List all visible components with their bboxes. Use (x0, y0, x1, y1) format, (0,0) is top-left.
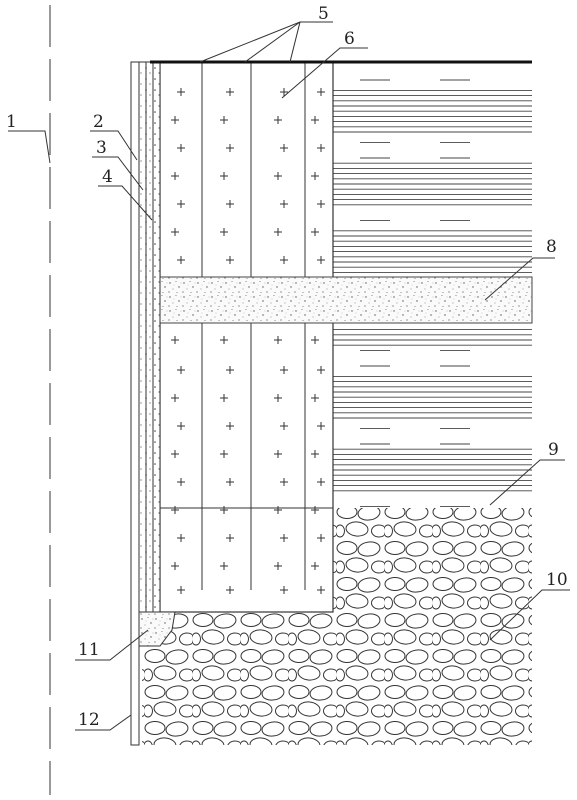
cross-mark (317, 256, 325, 264)
cross-mark (177, 422, 185, 430)
cross-mark (226, 256, 234, 264)
cross-mark (220, 116, 228, 124)
cross-mark (220, 506, 228, 514)
cross-mark (226, 144, 234, 152)
label-4: 4 (102, 167, 113, 187)
cross-mark (317, 200, 325, 208)
cross-mark (317, 144, 325, 152)
cross-mark (311, 172, 319, 180)
cross-mark (177, 200, 185, 208)
cross-mark (226, 478, 234, 486)
cross-mark (220, 562, 228, 570)
cross-mark (226, 366, 234, 374)
cross-mark (220, 394, 228, 402)
cross-mark (280, 534, 288, 542)
label-3: 3 (96, 138, 107, 158)
label-8: 8 (546, 237, 557, 257)
label-2: 2 (93, 112, 104, 132)
cross-mark (171, 450, 179, 458)
cross-mark (274, 506, 282, 514)
reinforced-fill (159, 61, 334, 613)
cross-mark (171, 336, 179, 344)
cross-mark (317, 422, 325, 430)
cross-mark (280, 586, 288, 594)
label-1: 1 (6, 112, 17, 132)
cross-mark (280, 200, 288, 208)
cross-mark (177, 256, 185, 264)
cross-mark (274, 394, 282, 402)
cross-mark (280, 422, 288, 430)
cross-mark (311, 336, 319, 344)
label-6: 6 (344, 29, 355, 49)
wall-inner-layer (152, 61, 161, 613)
cross-mark (177, 366, 185, 374)
cross-mark (311, 394, 319, 402)
cross-marks (171, 88, 325, 594)
reinforcement-layers (160, 62, 333, 590)
cross-mark (226, 534, 234, 542)
gravel-layer (142, 508, 532, 745)
sand-layer (159, 276, 533, 324)
label-11: 11 (78, 640, 100, 660)
cross-mark (280, 256, 288, 264)
cross-mark (226, 88, 234, 96)
cross-mark (311, 228, 319, 236)
cross-mark (177, 534, 185, 542)
cross-mark (280, 478, 288, 486)
label-9: 9 (548, 440, 559, 460)
strata-lines (333, 79, 532, 507)
cross-mark (226, 200, 234, 208)
cross-mark (177, 88, 185, 96)
cross-mark (177, 478, 185, 486)
cross-mark (311, 506, 319, 514)
cross-mark (220, 336, 228, 344)
cross-mark (311, 450, 319, 458)
cross-mark (171, 562, 179, 570)
label-5: 5 (318, 4, 329, 24)
cross-mark (311, 562, 319, 570)
cross-mark (280, 366, 288, 374)
cross-mark (220, 450, 228, 458)
cross-mark (171, 228, 179, 236)
cross-mark (274, 450, 282, 458)
cross-mark (274, 336, 282, 344)
label-12: 12 (78, 710, 100, 730)
label-10: 10 (546, 570, 568, 590)
cross-mark (317, 88, 325, 96)
cross-mark (177, 144, 185, 152)
cross-mark (317, 366, 325, 374)
cross-mark (274, 228, 282, 236)
cross-mark (171, 394, 179, 402)
cross-mark (317, 534, 325, 542)
footing (138, 611, 176, 647)
leader-lines (8, 21, 570, 731)
cross-mark (220, 172, 228, 180)
cross-mark (226, 586, 234, 594)
cross-mark (311, 116, 319, 124)
cross-mark (171, 506, 179, 514)
cross-mark (171, 172, 179, 180)
cross-mark (171, 116, 179, 124)
cross-mark (274, 172, 282, 180)
cross-mark (317, 478, 325, 486)
cross-mark (280, 144, 288, 152)
cross-mark (274, 562, 282, 570)
cross-mark (317, 586, 325, 594)
cross-mark (280, 88, 288, 96)
cross-mark (274, 116, 282, 124)
cross-mark (220, 228, 228, 236)
cross-mark (177, 586, 185, 594)
cross-mark (226, 422, 234, 430)
